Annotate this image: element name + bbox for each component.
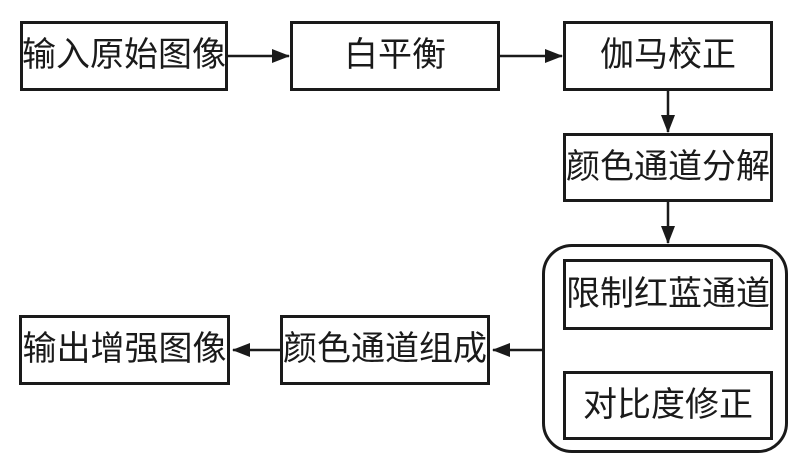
- node-color-channel-composition: 颜色通道组成: [280, 315, 490, 385]
- node-label: 颜色通道分解: [566, 148, 770, 186]
- node-white-balance: 白平衡: [290, 21, 500, 91]
- node-label: 白平衡: [344, 37, 446, 74]
- node-label: 输入原始图像: [22, 37, 226, 74]
- node-color-channel-decomposition: 颜色通道分解: [563, 133, 773, 202]
- node-label: 输出增强图像: [22, 331, 227, 368]
- node-contrast-correction: 对比度修正: [563, 371, 773, 440]
- node-limit-red-blue-channels: 限制红蓝通道: [563, 259, 773, 330]
- node-label: 颜色通道组成: [283, 331, 487, 368]
- node-gamma-correction: 伽马校正: [563, 21, 773, 91]
- node-label: 伽马校正: [600, 37, 736, 74]
- node-input-original-image: 输入原始图像: [20, 21, 228, 91]
- node-output-enhanced-image: 输出增强图像: [19, 315, 230, 385]
- node-label: 对比度修正: [583, 386, 753, 424]
- node-label: 限制红蓝通道: [566, 275, 770, 313]
